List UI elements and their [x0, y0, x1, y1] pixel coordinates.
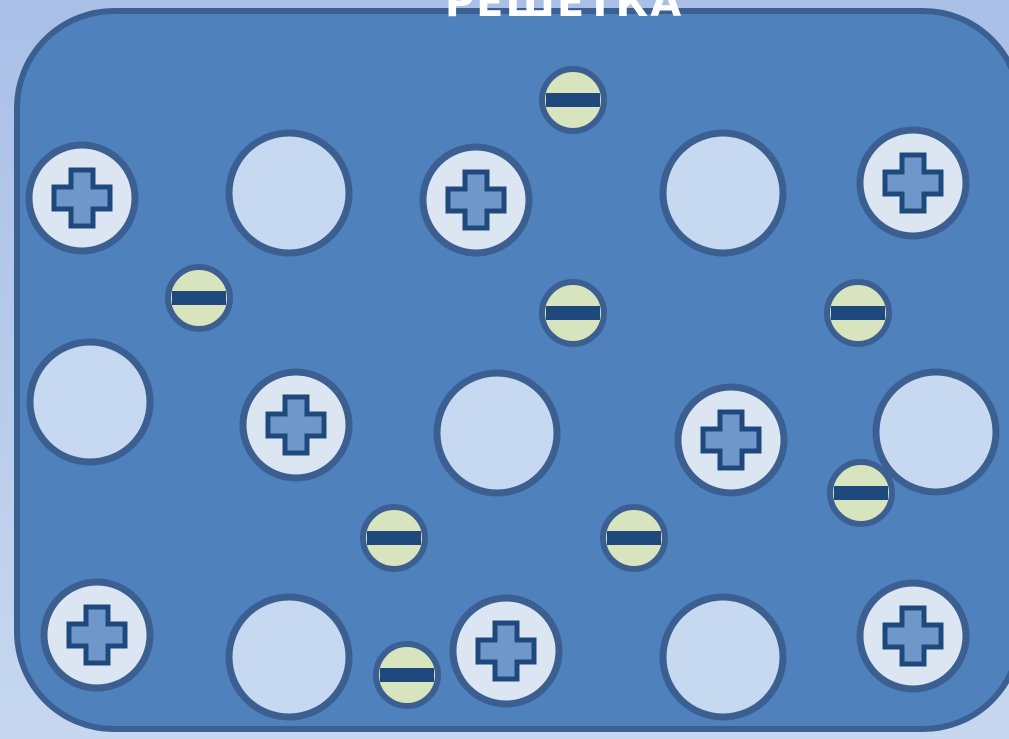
- positive-ion: [453, 598, 559, 704]
- positive-ion: [44, 582, 150, 688]
- positive-ion: [243, 372, 349, 478]
- electron: [603, 507, 665, 569]
- electron: [827, 282, 889, 344]
- minus-icon: [367, 531, 421, 545]
- neutral-atom: [229, 133, 349, 253]
- positive-ion: [423, 147, 529, 253]
- neutral-atom: [30, 342, 150, 462]
- minus-icon: [607, 531, 661, 545]
- minus-icon: [546, 306, 600, 320]
- neutral-atom: [437, 373, 557, 493]
- electron: [376, 644, 438, 706]
- neutral-atom: [663, 133, 783, 253]
- positive-ion: [860, 130, 966, 236]
- minus-icon: [834, 486, 888, 500]
- electron: [542, 69, 604, 131]
- positive-ion: [29, 145, 135, 251]
- minus-icon: [172, 291, 226, 305]
- neutral-atom: [663, 597, 783, 717]
- electron: [363, 507, 425, 569]
- positive-ion: [678, 387, 784, 493]
- minus-icon: [380, 668, 434, 682]
- electron: [830, 462, 892, 524]
- positive-ion: [860, 583, 966, 689]
- minus-icon: [546, 93, 600, 107]
- neutral-atom: [229, 597, 349, 717]
- minus-icon: [831, 306, 885, 320]
- electron: [542, 282, 604, 344]
- electron: [168, 267, 230, 329]
- neutral-atom: [876, 372, 996, 492]
